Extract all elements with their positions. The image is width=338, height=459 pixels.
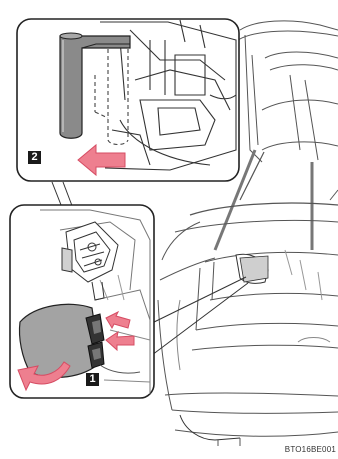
step-2-badge: 2 (28, 151, 41, 164)
step-1-badge: 1 (86, 373, 99, 386)
bottom-inset (10, 205, 154, 398)
top-inset (17, 19, 239, 181)
figure-code: BTO16BE001 (285, 445, 336, 454)
